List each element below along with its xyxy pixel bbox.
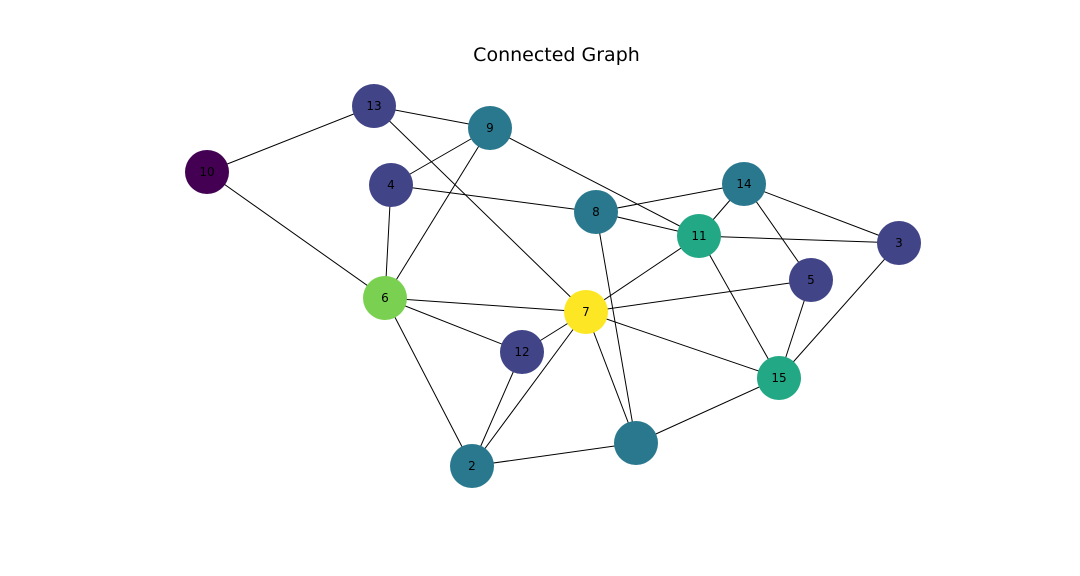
edge-n7-n_unlabeled xyxy=(585,311,637,444)
edge-n11-n7 xyxy=(585,235,700,313)
edge-n14-n3 xyxy=(743,183,900,244)
node-circle-n10 xyxy=(185,150,229,194)
node-circle-n13 xyxy=(352,84,396,128)
node-circle-n3 xyxy=(877,221,921,265)
edge-n7-n15 xyxy=(585,311,780,379)
node-circle-n4 xyxy=(369,163,413,207)
edge-n9-n6 xyxy=(384,127,491,299)
node-n_unlabeled xyxy=(614,421,658,465)
node-n9: 9 xyxy=(468,106,512,150)
graph-title: Connected Graph xyxy=(473,44,640,66)
node-label-n14: 14 xyxy=(736,177,751,191)
edge-n6-n7 xyxy=(384,297,587,313)
node-n8: 8 xyxy=(574,190,618,234)
node-circle-n2 xyxy=(450,444,494,488)
nodes-layer: 2 3 4 5 6 7 8 9 10 11 12 13 14 15 xyxy=(185,84,921,488)
edge-n11-n15 xyxy=(698,235,780,379)
node-label-n9: 9 xyxy=(486,121,494,135)
node-circle-n6 xyxy=(363,276,407,320)
edge-n11-n3 xyxy=(698,235,900,244)
node-n5: 5 xyxy=(789,258,833,302)
edge-n10-n6 xyxy=(206,171,386,299)
node-label-n15: 15 xyxy=(771,371,786,385)
node-label-n5: 5 xyxy=(807,273,815,287)
node-circle-n14 xyxy=(722,162,766,206)
edge-n8-n_unlabeled xyxy=(595,211,637,444)
node-circle-n7 xyxy=(564,290,608,334)
node-label-n12: 12 xyxy=(514,345,529,359)
node-circle-n5 xyxy=(789,258,833,302)
node-label-n11: 11 xyxy=(691,229,706,243)
node-label-n2: 2 xyxy=(468,459,476,473)
node-circle-n11 xyxy=(677,214,721,258)
node-label-n3: 3 xyxy=(895,236,903,250)
node-n7: 7 xyxy=(564,290,608,334)
node-label-n4: 4 xyxy=(387,178,395,192)
node-n15: 15 xyxy=(757,356,801,400)
edge-n7-n2 xyxy=(471,311,587,467)
node-n2: 2 xyxy=(450,444,494,488)
node-n6: 6 xyxy=(363,276,407,320)
node-label-n7: 7 xyxy=(582,305,590,319)
node-n10: 10 xyxy=(185,150,229,194)
node-label-n8: 8 xyxy=(592,205,600,219)
node-label-n13: 13 xyxy=(366,99,381,113)
edge-n6-n12 xyxy=(384,297,523,353)
node-circle-n15 xyxy=(757,356,801,400)
edge-n2-n_unlabeled xyxy=(471,442,637,467)
node-label-n10: 10 xyxy=(199,165,214,179)
edge-n10-n13 xyxy=(206,105,375,173)
node-label-n6: 6 xyxy=(381,291,389,305)
node-n12: 12 xyxy=(500,330,544,374)
edge-n13-n7 xyxy=(373,105,587,313)
edge-n9-n11 xyxy=(489,127,700,237)
node-circle-n8 xyxy=(574,190,618,234)
edge-n5-n7 xyxy=(585,279,812,313)
node-n3: 3 xyxy=(877,221,921,265)
node-circle-n9 xyxy=(468,106,512,150)
node-n13: 13 xyxy=(352,84,396,128)
node-n11: 11 xyxy=(677,214,721,258)
edge-n4-n8 xyxy=(390,184,597,213)
edge-n8-n14 xyxy=(595,183,745,213)
node-n14: 14 xyxy=(722,162,766,206)
node-circle-n_unlabeled xyxy=(614,421,658,465)
edge-n_unlabeled-n15 xyxy=(635,377,780,444)
edge-n6-n2 xyxy=(384,297,473,467)
node-circle-n12 xyxy=(500,330,544,374)
node-n4: 4 xyxy=(369,163,413,207)
edge-n3-n15 xyxy=(778,242,900,379)
